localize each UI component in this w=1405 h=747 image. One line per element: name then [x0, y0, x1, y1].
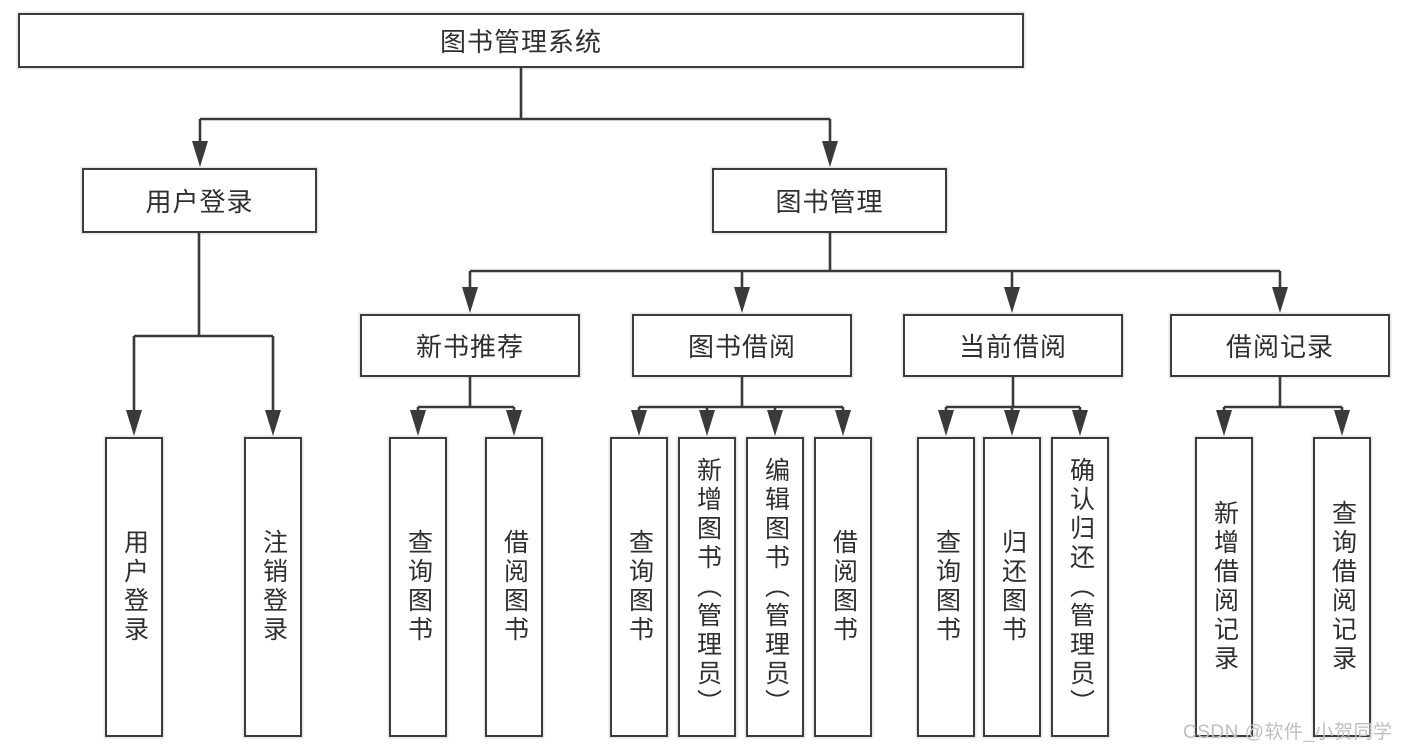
connector-book-management-children: [462, 233, 1288, 313]
connector-book-borrowing-children: [631, 377, 851, 436]
leaf-query-book-current: 查询图书: [917, 437, 975, 737]
leaf-borrow-book: 借阅图书: [814, 437, 872, 737]
node-label: 用户登录: [145, 187, 254, 217]
arrowhead: [462, 287, 478, 313]
node-label: 确认归还（管理员）: [1066, 456, 1095, 718]
leaf-borrow-book-recommend: 借阅图书: [485, 437, 543, 737]
leaf-query-book-recommend: 查询图书: [389, 437, 447, 737]
arrowhead: [938, 410, 954, 436]
csdn-watermark: CSDN @软件_小贺同学: [1183, 722, 1393, 743]
node-label: 借阅记录: [1225, 332, 1334, 362]
leaf-add-book-admin: 新增图书（管理员）: [678, 437, 736, 737]
node-book-borrowing: 图书借阅: [632, 314, 852, 377]
leaf-edit-book-admin: 编辑图书（管理员）: [746, 437, 804, 737]
node-label: 查询图书: [932, 529, 961, 645]
node-label: 图书管理: [775, 187, 884, 217]
node-new-book-recommend: 新书推荐: [360, 314, 580, 377]
node-label: 编辑图书（管理员）: [761, 456, 790, 718]
connector-user-login-children: [126, 233, 281, 436]
node-label: 新书推荐: [415, 332, 524, 362]
connector-borrowing-records-children: [1216, 377, 1350, 436]
arrowhead: [631, 410, 647, 436]
leaf-confirm-return-admin: 确认归还（管理员）: [1051, 437, 1109, 737]
node-label: 注销登录: [259, 529, 288, 645]
node-user-login: 用户登录: [82, 168, 317, 233]
node-root-library-system: 图书管理系统: [18, 13, 1024, 68]
leaf-query-borrow-record: 查询借阅记录: [1313, 437, 1371, 737]
node-label: 图书管理系统: [439, 27, 602, 57]
arrowhead: [699, 410, 715, 436]
node-book-management: 图书管理: [712, 168, 947, 233]
arrowhead: [822, 141, 838, 167]
leaf-return-book: 归还图书: [983, 437, 1041, 737]
arrowhead: [1072, 410, 1088, 436]
connector-new-book-children: [410, 377, 522, 436]
arrowhead: [506, 410, 522, 436]
arrowhead: [265, 410, 281, 436]
arrowhead: [767, 410, 783, 436]
node-label: 归还图书: [998, 529, 1027, 645]
node-label: 查询借阅记录: [1328, 500, 1357, 674]
leaf-user-login: 用户登录: [105, 437, 163, 737]
node-current-borrowing: 当前借阅: [903, 314, 1123, 377]
node-label: 用户登录: [120, 529, 149, 645]
arrowhead: [1334, 410, 1350, 436]
arrowhead: [1272, 287, 1288, 313]
arrowhead: [192, 141, 208, 167]
node-label: 借阅图书: [829, 529, 858, 645]
arrowhead: [835, 410, 851, 436]
node-label: 借阅图书: [500, 529, 529, 645]
arrowhead: [1004, 410, 1020, 436]
node-label: 查询图书: [404, 529, 433, 645]
node-label: 查询图书: [625, 529, 654, 645]
leaf-query-book-borrowing: 查询图书: [610, 437, 668, 737]
leaf-logout: 注销登录: [244, 437, 302, 737]
node-label: 新增图书（管理员）: [693, 456, 722, 718]
arrowhead: [734, 287, 750, 313]
arrowhead: [410, 410, 426, 436]
leaf-add-borrow-record: 新增借阅记录: [1195, 437, 1253, 737]
arrowhead: [1004, 287, 1020, 313]
connector-current-borrowing-children: [938, 377, 1088, 436]
node-label: 新增借阅记录: [1210, 500, 1239, 674]
node-label: 当前借阅: [958, 332, 1067, 362]
node-label: 图书借阅: [687, 332, 796, 362]
connector-root-to-level2: [192, 68, 838, 167]
arrowhead: [1216, 410, 1232, 436]
node-borrowing-records: 借阅记录: [1170, 314, 1390, 377]
arrowhead: [126, 410, 142, 436]
